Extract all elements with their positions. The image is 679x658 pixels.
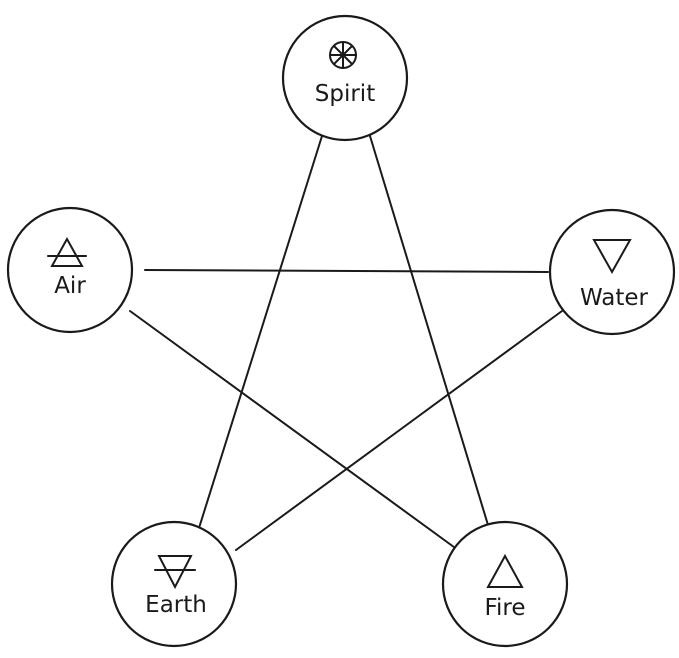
node-water: Water <box>548 208 676 336</box>
air-label: Air <box>54 273 86 299</box>
line-water-earth <box>235 310 563 551</box>
air-triangle-icon <box>47 236 87 267</box>
fire-label: Fire <box>484 595 525 621</box>
air-circle <box>6 206 134 334</box>
spirit-wheel-icon <box>329 41 357 69</box>
spirit-circle <box>281 14 409 142</box>
fire-triangle-icon <box>486 553 524 588</box>
node-earth: Earth <box>110 520 238 648</box>
fire-circle <box>441 520 569 648</box>
line-spirit-earth <box>198 135 323 529</box>
node-spirit: Spirit <box>281 14 409 142</box>
spirit-label: Spirit <box>315 81 375 107</box>
line-spirit-fire <box>369 135 489 526</box>
earth-triangle-icon <box>154 555 196 590</box>
pentagram-lines <box>129 135 563 551</box>
node-air: Air <box>6 206 134 334</box>
line-air-fire <box>129 310 459 551</box>
earth-label: Earth <box>145 592 207 618</box>
water-label: Water <box>580 285 649 311</box>
water-triangle-icon <box>592 239 632 275</box>
line-air-water <box>144 269 549 273</box>
node-fire: Fire <box>441 520 569 648</box>
